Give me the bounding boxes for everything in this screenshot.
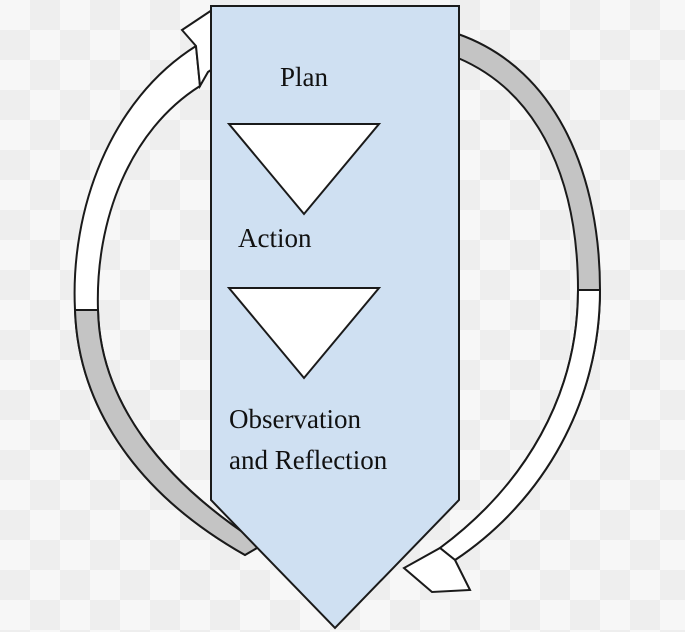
left-cycle-arrow-shading (73, 309, 264, 557)
chevron-down-icon (226, 123, 382, 216)
right-cycle-arrow (402, 32, 602, 594)
chevron-down-icon (226, 287, 382, 380)
step-action-label: Action (238, 223, 312, 253)
step-observation-label-line1: Observation (229, 404, 361, 434)
right-cycle-arrow-head (402, 546, 472, 594)
step-plan-label: Plan (280, 62, 329, 92)
step-observation-label-line2: and Reflection (229, 445, 388, 475)
right-cycle-arrow-highlight (438, 289, 602, 562)
